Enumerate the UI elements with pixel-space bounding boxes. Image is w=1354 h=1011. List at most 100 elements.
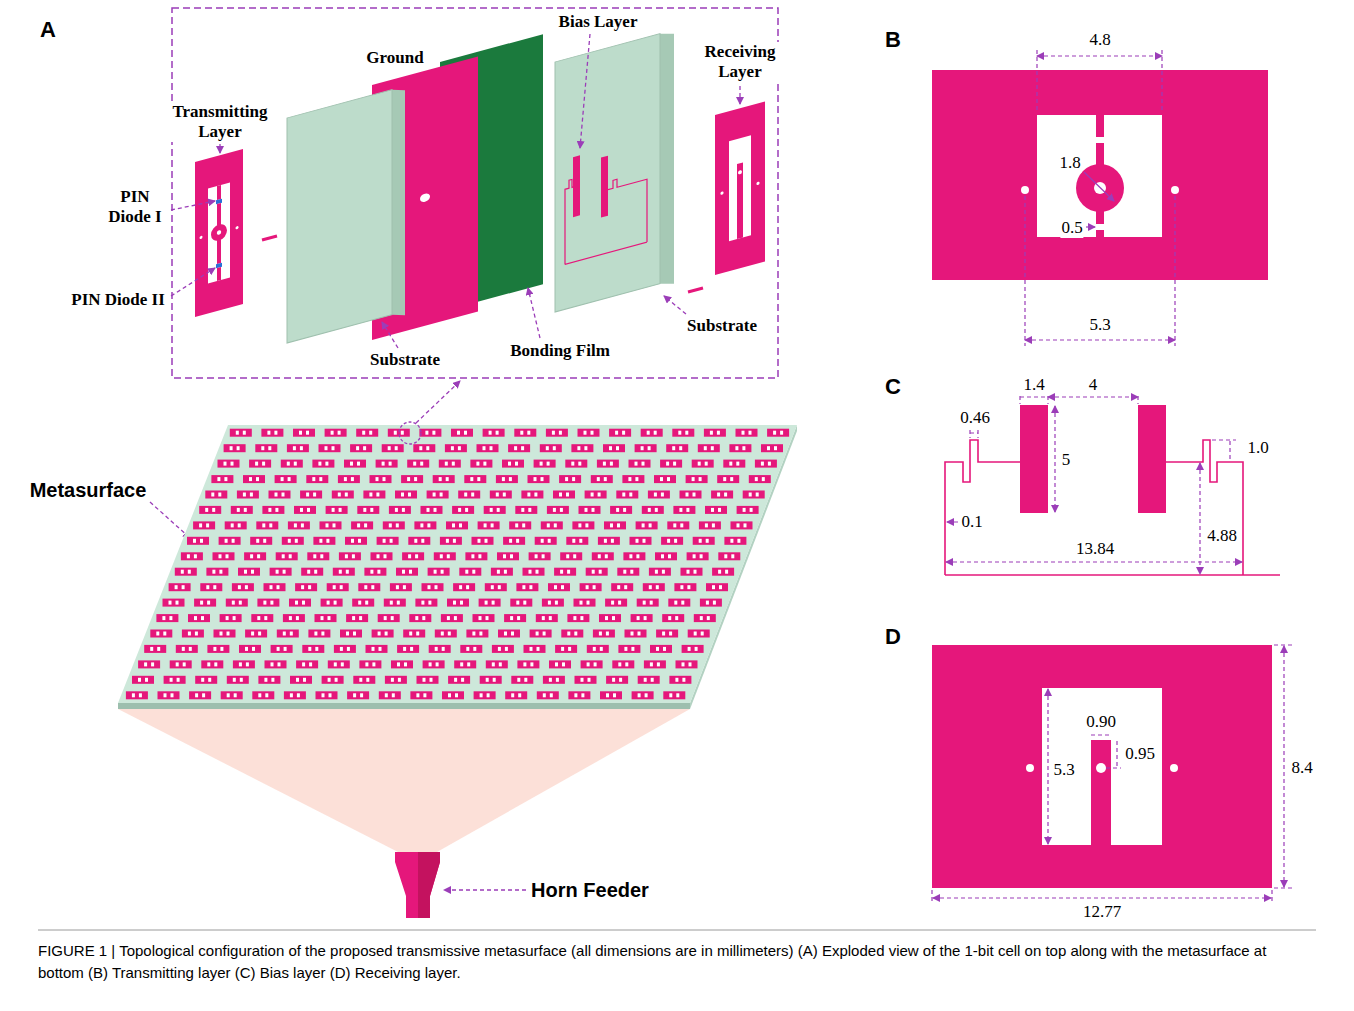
cell-slot xyxy=(434,508,437,512)
cell-slot xyxy=(194,616,197,620)
cell-slot xyxy=(465,570,468,574)
cell-patch xyxy=(546,429,568,437)
unit-cell xyxy=(270,568,292,576)
cell-patch xyxy=(511,676,533,684)
unit-cell xyxy=(711,491,733,499)
cell-patch xyxy=(214,630,236,638)
unit-cell xyxy=(395,491,417,499)
cell-patch xyxy=(543,676,565,684)
cell-slot xyxy=(649,585,652,589)
dimension-label: 0.90 xyxy=(1085,712,1117,732)
cell-slot xyxy=(492,601,495,605)
cell-slot xyxy=(328,678,331,682)
cell-slot xyxy=(428,601,431,605)
cell-slot xyxy=(581,693,584,697)
unit-cell xyxy=(188,614,210,622)
horn-side xyxy=(418,852,440,918)
cell-patch xyxy=(328,660,350,668)
cell-slot xyxy=(396,585,399,589)
dimension-line xyxy=(1047,689,1048,844)
cell-slot xyxy=(486,616,489,620)
leader-line xyxy=(580,34,590,148)
cell-patch xyxy=(169,583,191,591)
cell-slot xyxy=(700,554,703,558)
unit-cell xyxy=(625,630,647,638)
cell-slot xyxy=(477,477,480,481)
unit-cell xyxy=(452,506,474,514)
unit-cell xyxy=(680,491,702,499)
cell-patch xyxy=(181,552,203,560)
cell-slot xyxy=(385,693,388,697)
cell-slot xyxy=(201,616,204,620)
cell-slot xyxy=(282,493,285,497)
unit-cell xyxy=(598,537,620,545)
cell-slot xyxy=(521,446,524,450)
cell-slot xyxy=(256,477,259,481)
cell-slot xyxy=(377,570,380,574)
cell-patch xyxy=(452,506,474,514)
unit-cell xyxy=(509,521,531,529)
cell-slot xyxy=(458,446,461,450)
cell-slot xyxy=(181,570,184,574)
cell-slot xyxy=(177,678,180,682)
unit-cell xyxy=(306,475,328,483)
unit-cell xyxy=(529,552,551,560)
cell-slot xyxy=(389,523,392,527)
unit-cell xyxy=(654,475,676,483)
cell-patch xyxy=(237,491,259,499)
cell-slot xyxy=(566,493,569,497)
cell-patch xyxy=(194,599,216,607)
cell-slot xyxy=(283,570,286,574)
cell-patch xyxy=(150,630,172,638)
cell-slot xyxy=(695,647,698,651)
cell-slot xyxy=(366,678,369,682)
unit-cell xyxy=(464,475,486,483)
cell-patch xyxy=(352,599,374,607)
unit-cell xyxy=(535,537,557,545)
cell-slot xyxy=(224,462,227,466)
cell-slot xyxy=(258,693,261,697)
via-hole xyxy=(1171,186,1179,194)
cell-slot xyxy=(145,678,148,682)
unit-cell xyxy=(612,660,634,668)
dimension-line xyxy=(1199,463,1200,574)
unit-cell xyxy=(333,568,355,576)
cell-patch xyxy=(454,660,476,668)
cell-patch xyxy=(221,691,243,699)
unit-cell xyxy=(371,552,393,560)
cell-patch xyxy=(597,460,619,468)
cell-patch xyxy=(265,660,287,668)
cell-patch xyxy=(321,599,343,607)
extension-line xyxy=(1137,396,1138,404)
part-label: PIN Diode II xyxy=(69,290,167,310)
cell-slot xyxy=(743,508,746,512)
cell-slot xyxy=(435,585,438,589)
cell-slot xyxy=(674,601,677,605)
cell-slot xyxy=(712,585,715,589)
unit-cell xyxy=(631,614,653,622)
cell-slot xyxy=(454,678,457,682)
extension-line xyxy=(1212,439,1236,440)
cell-slot xyxy=(555,662,558,666)
cell-slot xyxy=(205,508,208,512)
cell-patch xyxy=(421,506,443,514)
cell-slot xyxy=(403,647,406,651)
cell-patch xyxy=(255,444,277,452)
cell-slot xyxy=(761,462,764,466)
cell-slot xyxy=(176,601,179,605)
unit-cell xyxy=(233,660,255,668)
unit-cell xyxy=(616,491,638,499)
cell-slot xyxy=(485,601,488,605)
cell-patch xyxy=(433,475,455,483)
cell-slot xyxy=(542,554,545,558)
cell-slot xyxy=(364,523,367,527)
cell-patch xyxy=(195,676,217,684)
cell-slot xyxy=(313,554,316,558)
unit-cell xyxy=(761,444,783,452)
dimension-label: 4 xyxy=(1088,375,1099,395)
cell-slot xyxy=(510,616,513,620)
cell-slot xyxy=(211,493,214,497)
unit-cell xyxy=(496,475,518,483)
cell-slot xyxy=(270,585,273,589)
cell-slot xyxy=(420,523,423,527)
